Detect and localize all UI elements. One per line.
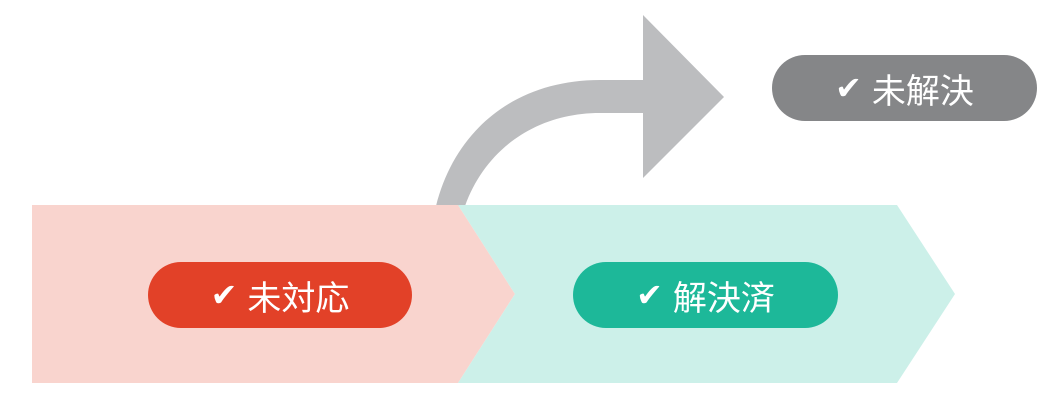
status-label: 未解決: [871, 71, 974, 112]
status-label: 未対応: [247, 278, 350, 319]
check-icon: ✔: [636, 276, 663, 314]
status-pill-unresolved: ✔ 未解決: [772, 55, 1037, 121]
status-label: 解決済: [672, 278, 775, 319]
check-icon: ✔: [210, 276, 238, 314]
status-pill-untreated: ✔ 未対応: [148, 262, 412, 328]
check-icon: ✔: [835, 69, 862, 107]
status-pill-resolved: ✔ 解決済: [573, 262, 838, 328]
branch-arrow: [436, 15, 724, 206]
